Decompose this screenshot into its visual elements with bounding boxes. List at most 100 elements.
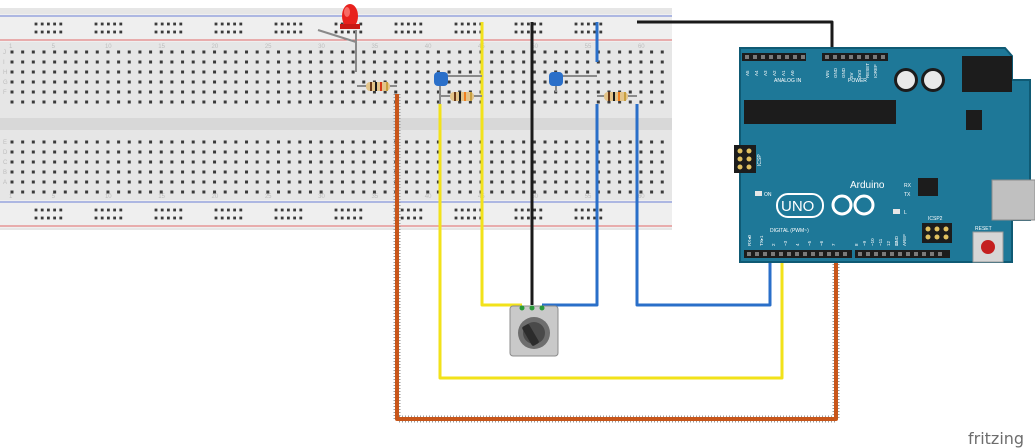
breadboard-hole (191, 50, 195, 54)
rail-hole (574, 216, 578, 220)
breadboard-hole (149, 190, 153, 194)
breadboard-hole (660, 170, 664, 174)
rail-hole (400, 22, 404, 26)
board-capacitor-top (897, 71, 915, 89)
rail-hole (53, 208, 56, 212)
rail-hole (113, 30, 116, 34)
breadboard-hole (159, 180, 163, 184)
led (317, 4, 360, 72)
breadboard-hole (607, 60, 611, 64)
breadboard-hole (127, 180, 131, 184)
breadboard-hole (85, 80, 89, 84)
digital-header-pin (787, 252, 791, 256)
breadboard-hole (362, 50, 366, 54)
breadboard-hole (639, 90, 643, 94)
rail-hole (40, 30, 44, 34)
breadboard-hole (340, 190, 344, 194)
digital-pin-label: ~10 (870, 238, 875, 246)
breadboard-hole (426, 80, 430, 84)
breadboard-hole (575, 190, 579, 194)
rail-hole (220, 30, 224, 34)
breadboard-hole (149, 140, 153, 144)
rail-hole (287, 22, 290, 26)
breadboard-hole (308, 170, 312, 174)
breadboard-hole (372, 160, 376, 164)
breadboard-hole (202, 140, 206, 144)
breadboard-hole (223, 140, 227, 144)
breadboard-hole (298, 150, 302, 154)
breadboard-hole (522, 180, 526, 184)
breadboard-hole (287, 50, 291, 54)
breadboard-hole (490, 180, 494, 184)
breadboard-hole (500, 100, 504, 104)
breadboard-hole (255, 180, 259, 184)
breadboard-hole (500, 180, 504, 184)
rail-hole (100, 208, 104, 212)
breadboard-hole (660, 70, 664, 74)
breadboard-hole (554, 180, 558, 184)
breadboard-hole (298, 90, 302, 94)
breadboard-hole (10, 80, 14, 84)
breadboard-hole (127, 140, 131, 144)
breadboard-hole (586, 50, 590, 54)
breadboard-hole (340, 170, 344, 174)
breadboard-hole (298, 140, 302, 144)
breadboard-hole (607, 140, 611, 144)
breadboard-hole (127, 170, 131, 174)
rail-hole (527, 208, 530, 212)
breadboard-hole (319, 160, 323, 164)
breadboard-hole (543, 150, 547, 154)
column-number-bottom: 60 (638, 194, 645, 200)
breadboard-hole (202, 180, 206, 184)
digital-pin-label: RX◂0 (747, 234, 752, 246)
breadboard-hole (383, 180, 387, 184)
breadboard-hole (458, 80, 462, 84)
breadboard-hole (181, 80, 185, 84)
rail-hole (334, 216, 338, 220)
breadboard-hole (340, 140, 344, 144)
breadboard-hole (522, 80, 526, 84)
breadboard-hole (564, 150, 568, 154)
column-number-bottom: 35 (371, 194, 378, 200)
breadboard-hole (234, 140, 238, 144)
breadboard-hole (277, 90, 280, 94)
breadboard-hole (42, 140, 46, 144)
breadboard-hole (383, 70, 387, 74)
wire-blue-pin3 (635, 104, 772, 307)
breadboard-hole (117, 80, 121, 84)
digital-header-pin (811, 252, 815, 256)
rail-hole (94, 208, 98, 212)
rail-hole (454, 30, 458, 34)
breadboard-hole (564, 100, 568, 104)
breadboard-hole (362, 90, 366, 94)
breadboard-hole (21, 160, 25, 164)
breadboard-hole (106, 160, 110, 164)
rail-hole (113, 22, 116, 26)
breadboard-hole (42, 70, 46, 74)
breadboard-hole (575, 60, 579, 64)
breadboard-hole (447, 50, 451, 54)
breadboard-hole (170, 140, 174, 144)
rail-hole (400, 30, 404, 34)
column-number-bottom: 20 (212, 194, 219, 200)
breadboard-hole (564, 180, 568, 184)
breadboard-hole (436, 150, 440, 154)
rail-hole (173, 22, 176, 26)
breadboard-hole (74, 100, 78, 104)
breadboard-hole (404, 170, 408, 174)
reset-button-cap[interactable] (981, 240, 995, 254)
pot-pin (539, 305, 545, 311)
digital-pin-label: TX▸1 (759, 235, 764, 246)
breadboard-hole (245, 90, 249, 94)
rail-hole (293, 208, 296, 212)
rail-hole (293, 22, 296, 26)
breadboard-hole (468, 70, 472, 74)
breadboard-hole (106, 100, 110, 104)
breadboard-hole (181, 90, 185, 94)
analog-pin-label: A1 (781, 70, 786, 76)
breadboard-hole (511, 180, 515, 184)
breadboard-hole (255, 160, 259, 164)
breadboard-hole (266, 70, 270, 74)
rail-hole (233, 208, 236, 212)
rail-hole (233, 216, 236, 220)
